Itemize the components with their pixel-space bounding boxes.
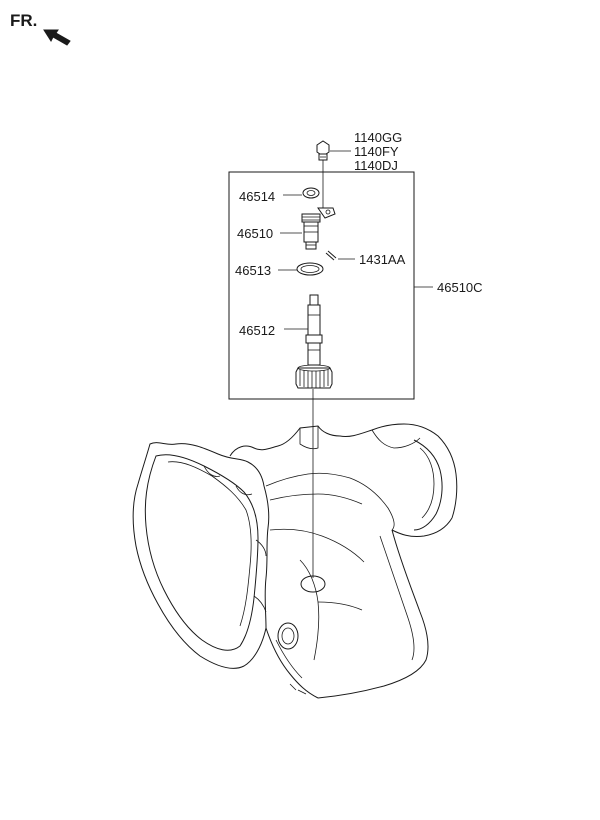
sensor-housing-46510-part[interactable] <box>301 207 336 250</box>
callout-46514[interactable]: 46514 <box>239 189 275 204</box>
bolt-part[interactable] <box>316 140 330 161</box>
driven-gear-shaft-46512-part[interactable] <box>295 294 333 389</box>
front-direction-arrow-icon <box>43 29 71 46</box>
front-label: FR. <box>10 11 37 30</box>
callout-1140FY[interactable]: 1140FY <box>354 144 399 159</box>
transmission-case-outline <box>132 423 458 699</box>
callout-1140GG[interactable]: 1140GG <box>354 130 402 145</box>
callout-1431AA[interactable]: 1431AA <box>359 252 406 267</box>
callout-46510[interactable]: 46510 <box>237 226 273 241</box>
pin-1431AA-part[interactable] <box>325 250 337 261</box>
callout-1140DJ[interactable]: 1140DJ <box>354 158 398 173</box>
callout-46512[interactable]: 46512 <box>239 323 275 338</box>
sensor-mounting-boss <box>300 575 326 593</box>
callout-46513[interactable]: 46513 <box>235 263 271 278</box>
seal-ring-46514-part[interactable] <box>302 187 320 199</box>
o-ring-46513-part[interactable] <box>296 262 324 276</box>
callout-46510C[interactable]: 46510C <box>437 280 483 295</box>
assembly-frame <box>228 171 415 400</box>
